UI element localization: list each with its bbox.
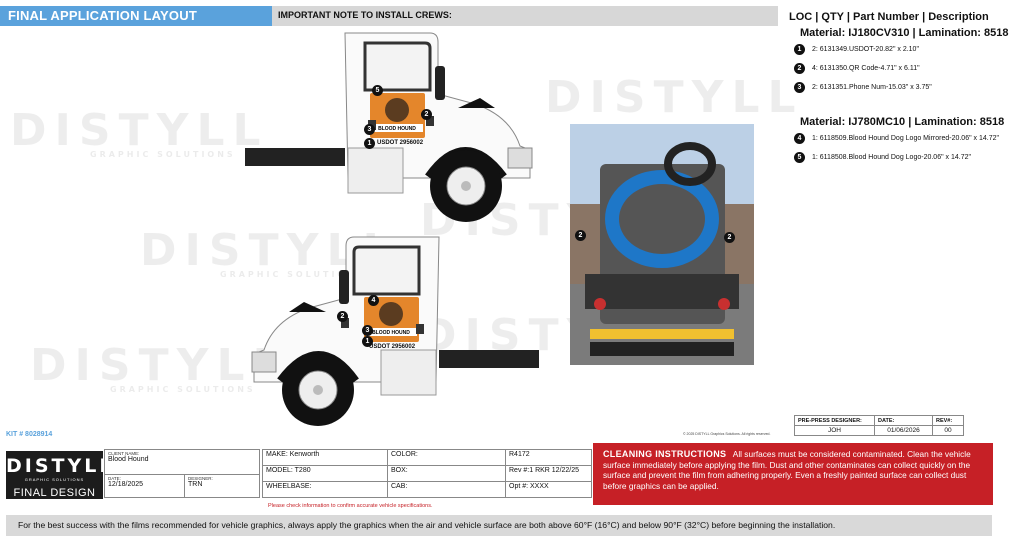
r-number: R4172 [505, 449, 592, 466]
revision: Rev #:1 RKR 12/22/25 [505, 465, 592, 482]
legend-loc: 3 [794, 82, 805, 93]
kit-number: KIT # 8028914 [6, 431, 53, 438]
cleaning-instructions: CLEANING INSTRUCTIONS All surfaces must … [593, 443, 993, 505]
watermark-brand: DISTYLL [30, 340, 289, 391]
legend-text: 2: 6131351.Phone Num-15.03" x 3.75" [812, 84, 932, 91]
designer-label: DESIGNER: [188, 476, 213, 481]
watermark-tagline: GRAPHIC SOLUTIONS [90, 150, 236, 159]
marker-2: 2 [575, 230, 586, 241]
prepress-designer: JOH [794, 425, 875, 436]
layout-title: FINAL APPLICATION LAYOUT [0, 6, 272, 26]
legend-loc: 1 [794, 44, 805, 55]
copyright: © 2025 DISTYLL Graphics Solutions. All r… [683, 432, 771, 436]
watermark-tagline: GRAPHIC SOLUTIONS [220, 270, 366, 279]
logo-sub: GRAPHIC SOLUTIONS [24, 477, 85, 482]
vehicle-table: MAKE: Kenworth COLOR: R4172 MODEL: T280 … [262, 449, 592, 498]
prepress-date: 01/06/2026 [874, 425, 933, 436]
final-design-label: FINAL DESIGN [13, 487, 96, 499]
cleaning-title: CLEANING INSTRUCTIONS [603, 449, 727, 459]
model: MODEL: T280 [262, 465, 388, 482]
material-title: Material: IJ780MC10 | Lamination: 8518 [800, 116, 1005, 128]
legend-text: 2: 6131349.USDOT-20.82" x 2.10" [812, 46, 919, 53]
truck-side-view-left: BLOOD HOUND [251, 236, 539, 426]
designer-name: TRN [188, 481, 203, 488]
truck-logo-text: BLOOD HOUND [372, 330, 410, 336]
marker-2: 2 [724, 232, 735, 243]
install-note-title: IMPORTANT NOTE TO INSTALL CREWS: [272, 6, 778, 26]
legend-loc: 2 [794, 63, 805, 74]
prepress-table: PRE-PRESS DESIGNER: DATE: REV#: JOH 01/0… [794, 415, 964, 436]
cleaning-text: All surfaces must be considered contamin… [603, 449, 971, 491]
legend-item: 3 2: 6131351.Phone Num-15.03" x 3.75" [794, 82, 932, 93]
logo-brand: DISTYLL [6, 455, 115, 477]
cab: CAB: [387, 481, 506, 498]
usdot-label: USDOT 2956002 [377, 140, 424, 146]
marker-1: 1 [364, 138, 375, 149]
marker-2: 2 [421, 109, 432, 120]
legend-loc: 5 [794, 152, 805, 163]
material-title: Material: IJ180CV310 | Lamination: 8518 [800, 27, 1009, 39]
date-label: DATE: [108, 476, 121, 481]
legend-item: 5 1: 6118508.Blood Hound Dog Logo-20.06"… [794, 152, 971, 163]
wheelbase: WHEELBASE: [262, 481, 388, 498]
option: Opt #: XXXX [505, 481, 592, 498]
truck-logo-text: BLOOD HOUND [378, 126, 416, 132]
legend-item: 1 2: 6131349.USDOT-20.82" x 2.10" [794, 44, 919, 55]
prepress-date-label: DATE: [878, 418, 895, 424]
prepress-rev-label: REV#: [936, 418, 953, 424]
legend-title: LOC | QTY | Part Number | Description [789, 11, 989, 23]
marker-5: 5 [372, 85, 383, 96]
marker-4: 4 [368, 295, 379, 306]
make: MAKE: Kenworth [262, 449, 388, 466]
marker-3: 3 [364, 124, 375, 135]
rear-truck-photo [570, 124, 754, 365]
legend-item: 4 1: 6118509.Blood Hound Dog Logo Mirror… [794, 133, 999, 144]
legend-text: 4: 6131350.QR Code-4.71" x 6.11" [812, 65, 920, 72]
legend-item: 2 4: 6131350.QR Code-4.71" x 6.11" [794, 63, 920, 74]
color: COLOR: [387, 449, 506, 466]
prepress-designer-label: PRE-PRESS DESIGNER: [798, 418, 862, 424]
legend-loc: 4 [794, 133, 805, 144]
marker-1: 1 [362, 336, 373, 347]
watermark-brand: DISTYLL [10, 105, 269, 156]
spec-warning: Please check information to confirm accu… [268, 503, 433, 509]
footer-note: For the best success with the films reco… [6, 515, 992, 536]
prepress-rev: 00 [932, 425, 964, 436]
design-date: 12/18/2025 [108, 481, 144, 488]
distyll-logo: DISTYLL GRAPHIC SOLUTIONS FINAL DESIGN [6, 451, 115, 499]
marker-2: 2 [337, 311, 348, 322]
watermark-brand: DISTYLL [545, 72, 804, 123]
legend-text: 1: 6118508.Blood Hound Dog Logo-20.06" x… [812, 154, 971, 161]
box: BOX: [387, 465, 506, 482]
usdot-label: USDOT 2956002 [369, 344, 416, 350]
legend-text: 1: 6118509.Blood Hound Dog Logo Mirrored… [812, 135, 999, 142]
client-name: Blood Hound [108, 456, 149, 463]
watermark-tagline: GRAPHIC SOLUTIONS [110, 385, 256, 394]
marker-3: 3 [362, 325, 373, 336]
client-table: CLIENT NAME:Blood Hound DATE:12/18/2025 … [104, 449, 260, 498]
truck-side-view-right: BLOOD HOUND [245, 32, 533, 222]
client-label: CLIENT NAME: [108, 451, 140, 456]
